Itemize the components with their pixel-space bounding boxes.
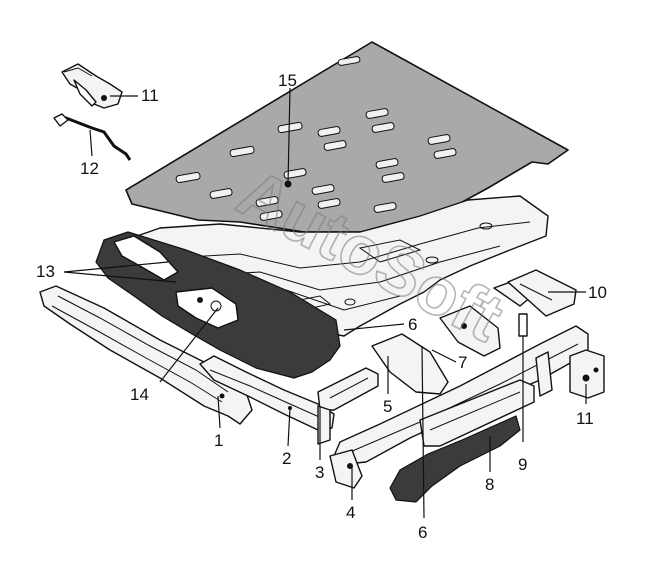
callout-1: 1 (214, 431, 223, 450)
part-stud-9 (518, 313, 528, 442)
callout-8: 8 (485, 475, 494, 494)
part-rear-section (389, 379, 535, 503)
callout-7: 7 (458, 353, 467, 372)
floor-mat-slots (175, 56, 457, 221)
callout-4: 4 (346, 503, 355, 522)
callout-10: 10 (588, 283, 607, 302)
callout-5: 5 (383, 397, 392, 416)
part-front-floor-pan (95, 231, 341, 379)
part-side-member (329, 325, 589, 489)
callout-12: 12 (80, 159, 99, 178)
part-rail-2 (199, 355, 335, 431)
part-end-bracket (569, 349, 605, 399)
callout-2: 2 (282, 449, 291, 468)
part-front-crossmember (39, 285, 253, 425)
part-floor-mat (125, 41, 569, 233)
callout-labels: 11 12 15 13 14 1 2 3 4 5 6 6 7 8 9 10 11 (36, 71, 607, 542)
callout-11-bracket: 11 (576, 409, 594, 428)
callout-15: 15 (278, 71, 297, 90)
part-jack (61, 63, 123, 109)
callout-14: 14 (130, 385, 149, 404)
part-wheel-brace (53, 113, 132, 161)
leader-lines (63, 87, 587, 519)
callout-6-lower: 6 (418, 523, 427, 542)
callout-11-jack: 11 (141, 86, 159, 105)
callout-3: 3 (315, 463, 324, 482)
callout-6-upper: 6 (408, 315, 417, 334)
callout-13: 13 (36, 262, 55, 281)
part-bracket-10 (507, 269, 577, 317)
callout-9: 9 (518, 455, 527, 474)
